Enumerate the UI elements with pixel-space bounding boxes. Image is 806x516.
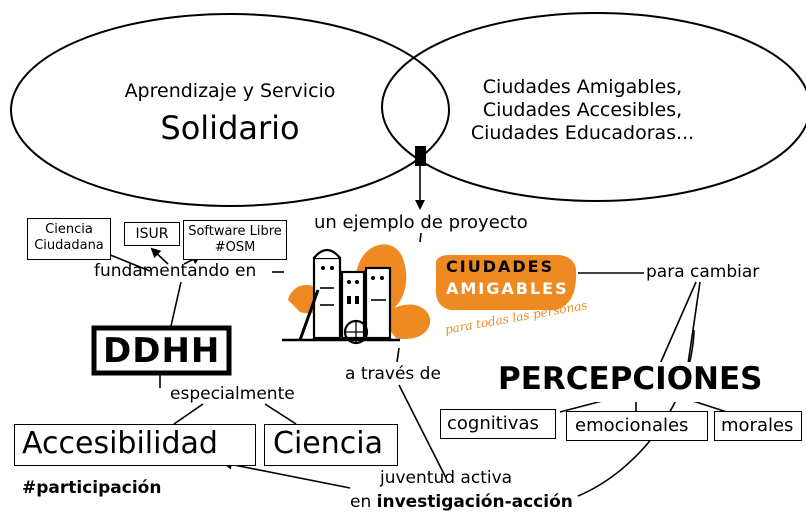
city-illustration bbox=[282, 244, 431, 345]
aprendizaje-line2: Solidario bbox=[160, 108, 300, 147]
a-traves-de-label: a través de bbox=[345, 364, 441, 384]
juventud-prefix: en bbox=[350, 492, 377, 512]
box-ciencia-ciudadana: Ciencia Ciudadana bbox=[27, 218, 111, 260]
investigacion-accion: investigación-acción bbox=[376, 492, 573, 512]
morales-label: morales bbox=[721, 415, 794, 436]
box-accesibilidad: Accesibilidad bbox=[14, 424, 256, 466]
juventud-line2: en investigación-acción bbox=[350, 494, 573, 511]
aprendizaje-title: Aprendizaje y Servicio Solidario bbox=[100, 80, 360, 147]
fundamentando-label: fundamentando en bbox=[94, 261, 257, 281]
ciudades-line2: Ciudades Accesibles, bbox=[482, 98, 683, 121]
box-ciencia: Ciencia bbox=[264, 424, 398, 466]
emocionales-label: emocionales bbox=[575, 415, 689, 436]
ciudades-title: Ciudades Amigables, Ciudades Accesibles,… bbox=[455, 76, 710, 144]
box-software-libre: Software Libre #OSM bbox=[183, 220, 287, 260]
especialmente-label: especialmente bbox=[170, 384, 295, 404]
box-percepciones: PERCEPCIONES bbox=[490, 362, 800, 402]
logo-line2: AMIGABLES bbox=[446, 279, 569, 298]
ellipse-ciudades bbox=[381, 12, 806, 202]
logo-line1: CIUDADES bbox=[446, 257, 555, 276]
project-label: un ejemplo de proyecto bbox=[314, 212, 528, 233]
aprendizaje-line1: Aprendizaje y Servicio bbox=[124, 80, 336, 102]
logo-shape bbox=[435, 254, 577, 310]
para-cambiar-label: para cambiar bbox=[646, 262, 760, 282]
isur-label: ISUR bbox=[135, 226, 169, 242]
software-libre-line2: #OSM bbox=[214, 240, 256, 255]
box-isur: ISUR bbox=[124, 222, 180, 246]
intersection-marker bbox=[415, 146, 426, 166]
ciencia-ciudadana-line1: Ciencia bbox=[45, 222, 93, 237]
accesibilidad-label: Accesibilidad bbox=[22, 426, 218, 461]
box-emocionales: emocionales bbox=[566, 411, 708, 441]
cognitivas-label: cognitivas bbox=[447, 413, 539, 434]
juventud-line1: juventud activa bbox=[380, 468, 513, 488]
ciudades-line3: Ciudades Educadoras... bbox=[470, 121, 695, 144]
ciencia-ciudadana-line2: Ciudadana bbox=[34, 238, 104, 253]
percepciones-label: PERCEPCIONES bbox=[498, 361, 763, 397]
box-cognitivas: cognitivas bbox=[440, 409, 556, 439]
participacion-label: #participación bbox=[22, 478, 162, 498]
ciudades-line1: Ciudades Amigables, bbox=[482, 76, 683, 98]
ciencia-label: Ciencia bbox=[273, 426, 383, 461]
ellipse-aprendizaje bbox=[10, 13, 450, 207]
software-libre-line1: Software Libre bbox=[188, 224, 282, 239]
box-morales: morales bbox=[714, 411, 802, 441]
ddhh-label: DDHH bbox=[103, 331, 221, 371]
